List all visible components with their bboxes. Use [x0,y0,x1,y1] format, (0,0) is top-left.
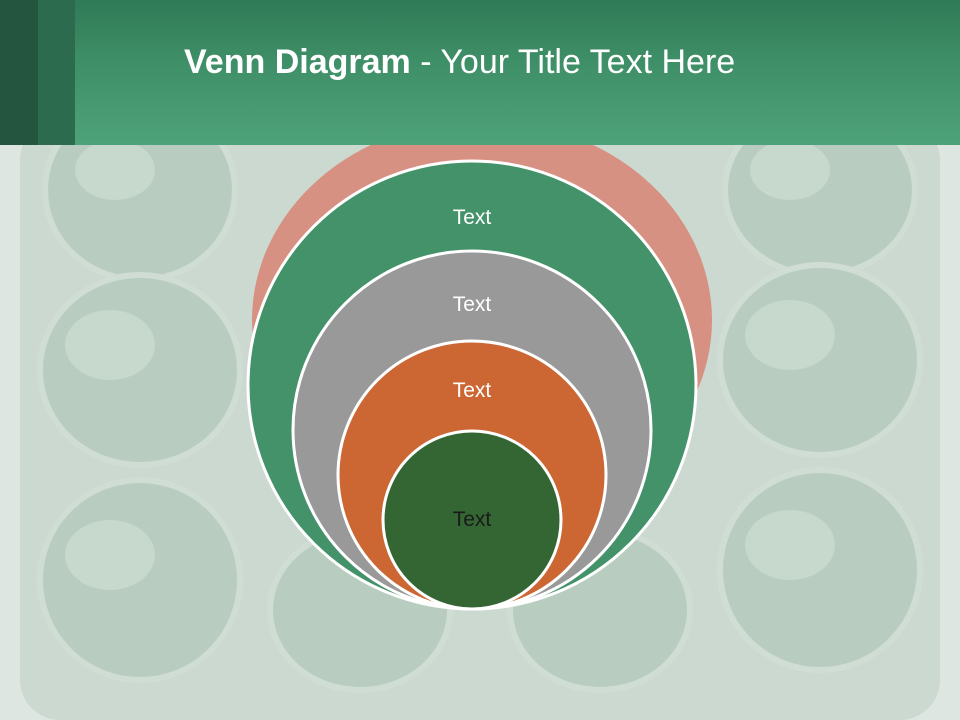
slide-title-bold: Venn Diagram [184,43,411,81]
header-accent-strip [0,0,38,145]
ring-4-label[interactable]: Text [453,508,492,531]
title-bar: Venn Diagram - Your Title Text Here [0,0,960,145]
header-accent-strip [38,0,75,145]
ring-1-label[interactable]: Text [453,206,492,229]
ring-4[interactable]: Text [381,429,563,611]
ring-3-label[interactable]: Text [453,379,492,402]
slide-title-rest: - Your Title Text Here [410,43,736,81]
slide-title[interactable]: Venn Diagram - Your Title Text Here [184,42,735,82]
ring-2-label[interactable]: Text [453,293,492,316]
ring-4-circle[interactable] [381,429,563,611]
